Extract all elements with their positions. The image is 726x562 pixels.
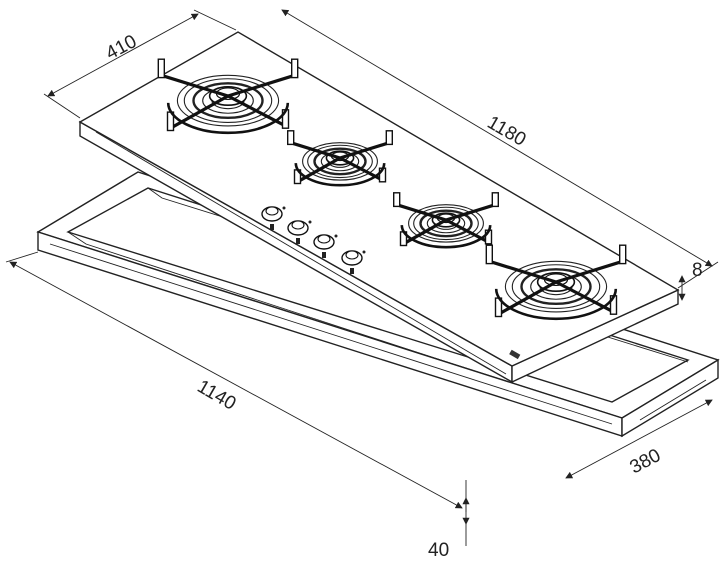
knob-1: [261, 206, 286, 230]
dim-label-1140: 1140: [194, 376, 240, 415]
dim-label-8: 8: [692, 260, 703, 281]
dim-label-380: 380: [626, 445, 664, 478]
dimension-lines: [5, 9, 719, 546]
dim-label-1180: 1180: [484, 112, 530, 151]
dim-label-40: 40: [428, 540, 449, 561]
dim-label-410: 410: [102, 31, 140, 64]
